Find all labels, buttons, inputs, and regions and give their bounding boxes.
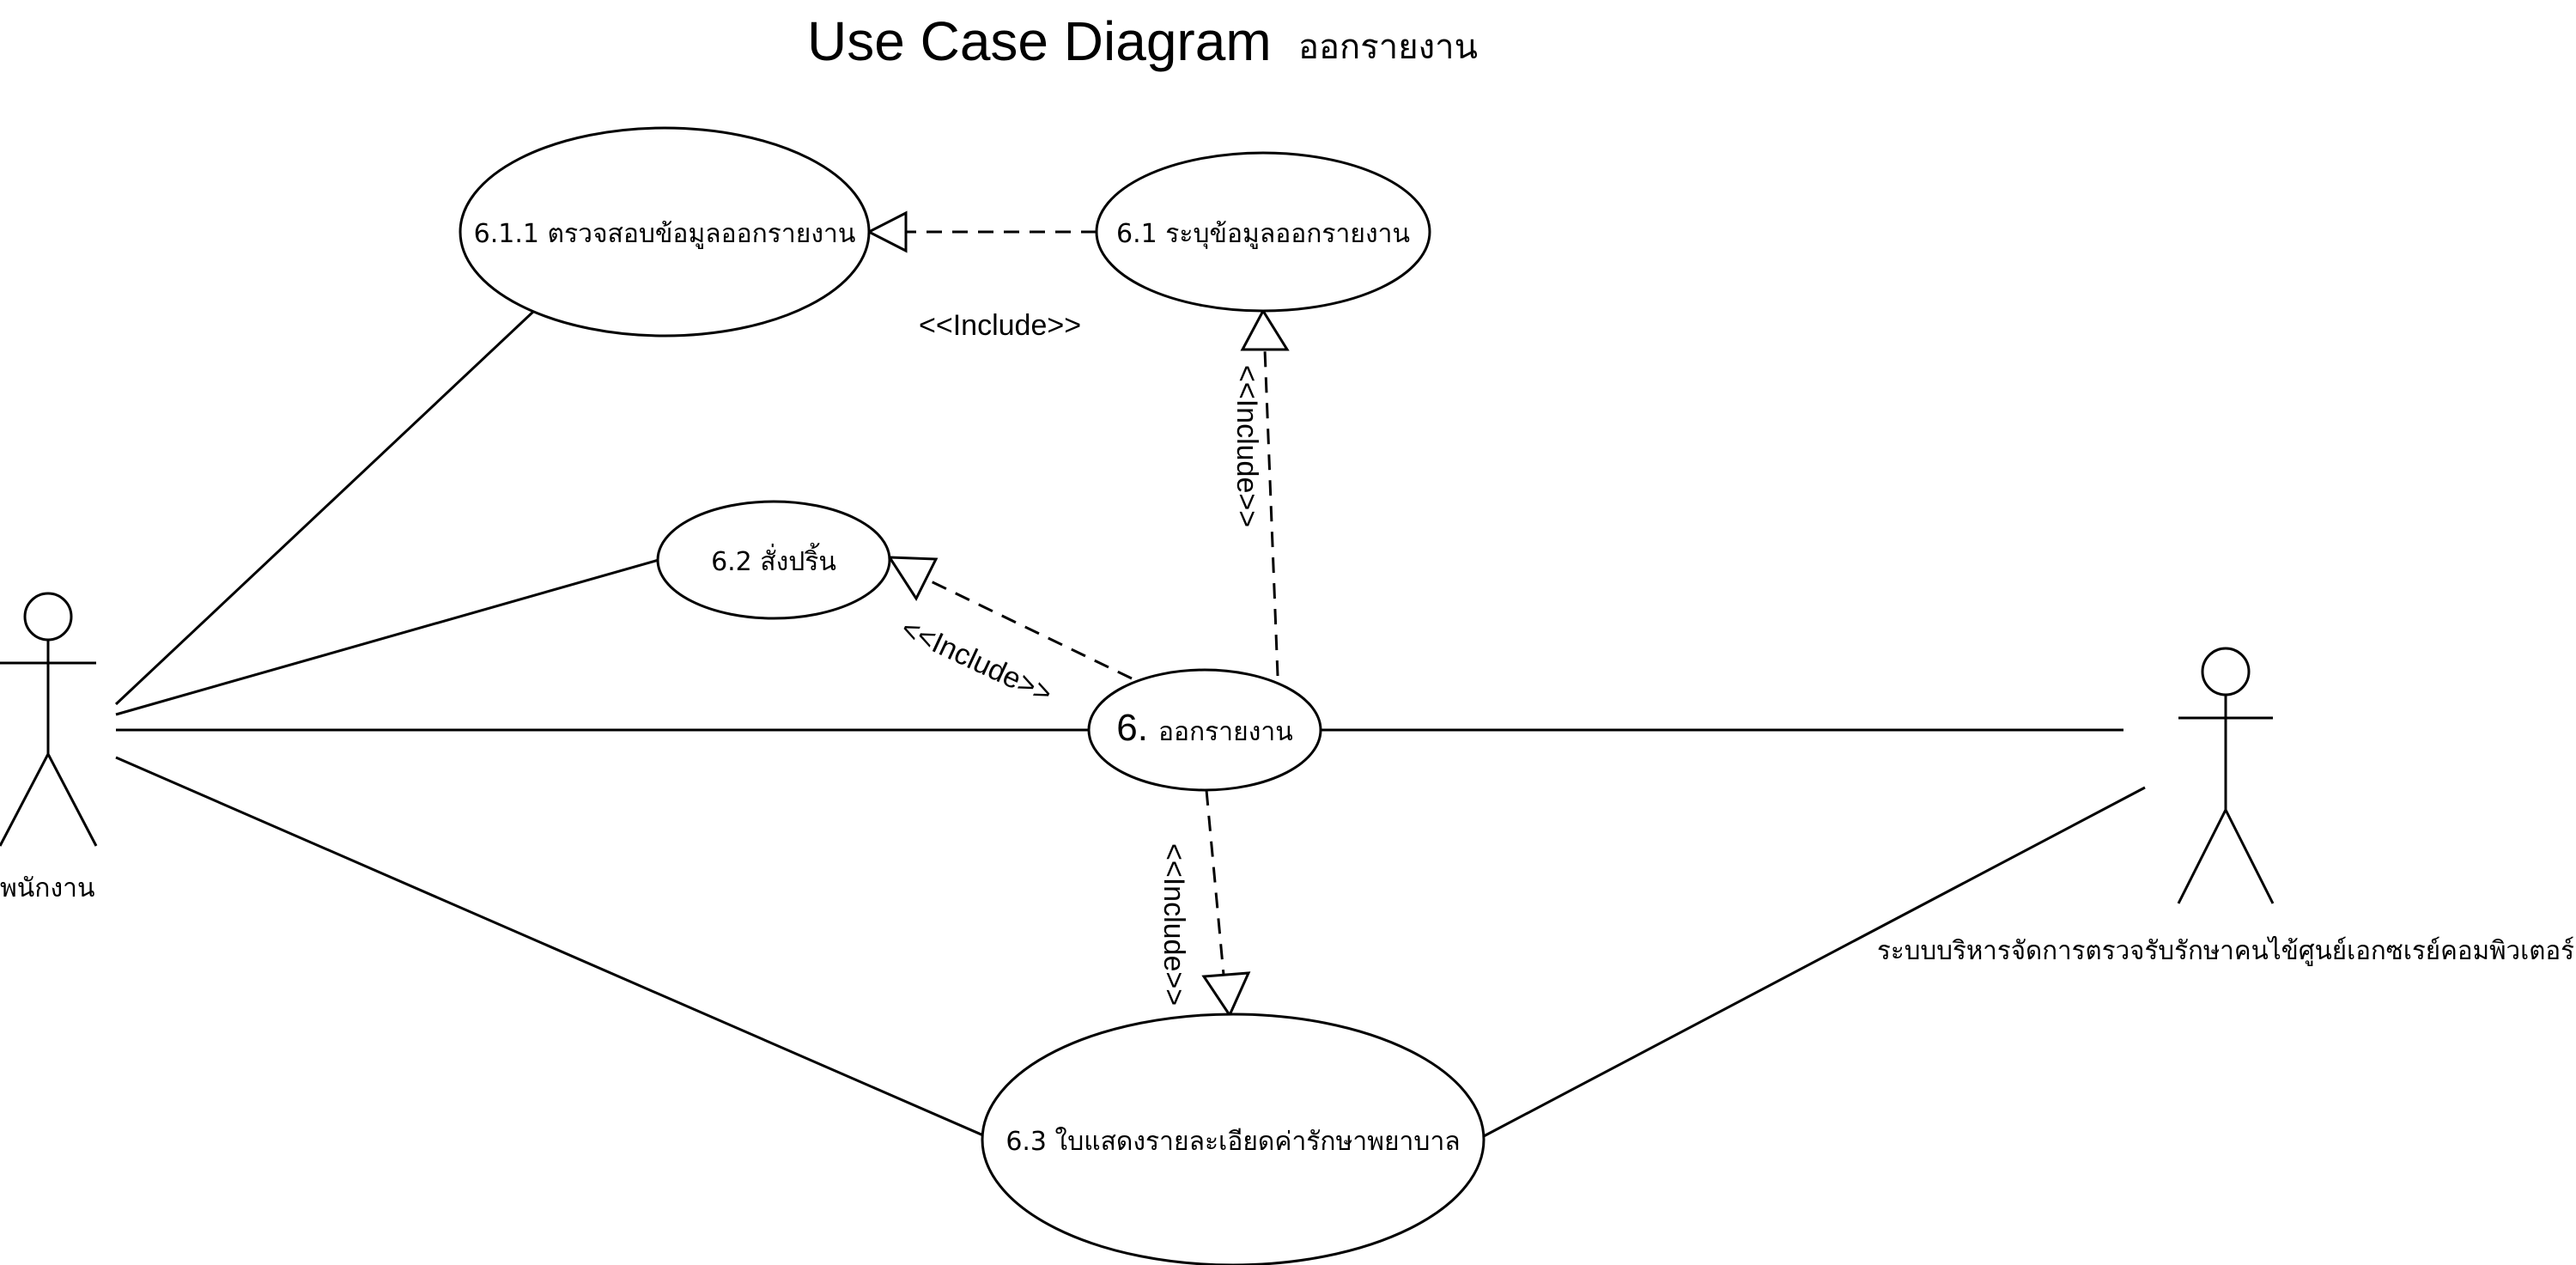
use-case-6-1[interactable]: 6.1 ระบุข้อมูลออกรายงาน — [1095, 151, 1431, 313]
include-arrowhead-6-1 — [1240, 308, 1290, 351]
use-case-6-1-1[interactable]: 6.1.1 ตรวจสอบข้อมูลออกรายงาน — [459, 126, 871, 338]
actor-employee-leg-left — [0, 753, 50, 847]
title-main: Use Case Diagram — [807, 10, 1272, 72]
include-label-6-to-6-2: <<Include>> — [896, 612, 1057, 710]
use-case-6-label-group: 6. ออกรายงาน — [1116, 707, 1292, 749]
include-arrowhead-6-2 — [887, 556, 939, 602]
include-line-6-to-6-3[interactable] — [1205, 789, 1225, 976]
actor-system-head — [2201, 647, 2251, 696]
title-sub: ออกรายงาน — [1298, 27, 1478, 67]
use-case-6-3[interactable]: 6.3 ใบแสดงรายละเอียดค่ารักษาพยาบาล — [981, 1013, 1485, 1265]
use-case-6-label: ออกรายงาน — [1158, 717, 1293, 747]
use-case-6[interactable]: 6. ออกรายงาน — [1087, 668, 1322, 792]
include-line-6-to-6-2[interactable] — [925, 577, 1133, 680]
include-arrowhead-6-1-1 — [866, 210, 908, 253]
association-employee-uc-6-1-1[interactable] — [114, 309, 536, 706]
use-case-6-3-label: 6.3 ใบแสดงรายละเอียดค่ารักษาพยาบาล — [1005, 1127, 1460, 1157]
include-label-6-to-6-3: <<Include>> — [1157, 843, 1190, 1006]
use-case-6-number: 6. — [1116, 707, 1148, 749]
actor-employee-label: พนักงาน — [0, 873, 94, 903]
actor-system-leg-right — [2224, 809, 2275, 904]
include-line-6-to-6-1[interactable] — [1263, 349, 1279, 677]
include-arrowhead-6-3 — [1201, 971, 1251, 1019]
actor-system[interactable]: ระบบบริหารจัดการตรวจรับรักษาคนไข้ศูนย์เอ… — [1877, 647, 2574, 966]
include-labels: <<Include>> <<Include>> <<Include>> <<In… — [896, 309, 1263, 1006]
actor-system-label: ระบบบริหารจัดการตรวจรับรักษาคนไข้ศูนย์เอ… — [1877, 935, 2574, 966]
include-label-6-to-6-1: <<Include>> — [1230, 365, 1263, 527]
actor-employee-head — [23, 592, 73, 642]
associations — [114, 309, 2146, 1138]
association-uc-6-3-system[interactable] — [1483, 786, 2146, 1138]
use-case-6-2-label: 6.2 สั่งปริ้น — [711, 543, 836, 577]
use-case-6-1-label: 6.1 ระบุข้อมูลออกรายงาน — [1116, 219, 1410, 250]
use-case-6-2[interactable]: 6.2 สั่งปริ้น — [656, 500, 891, 620]
association-employee-uc-6-3[interactable] — [115, 756, 984, 1137]
actor-employee-leg-right — [46, 753, 98, 847]
actor-system-leg-left — [2177, 809, 2227, 904]
use-case-6-1-1-label: 6.1.1 ตรวจสอบข้อมูลออกรายงาน — [474, 219, 856, 249]
association-employee-uc-6-2[interactable] — [115, 558, 659, 716]
actor-employee[interactable]: พนักงาน — [0, 592, 98, 903]
diagram-title: Use Case Diagram ออกรายงาน — [807, 10, 1478, 72]
include-label-6-1-to-6-1-1: <<Include>> — [919, 309, 1081, 342]
include-relations — [866, 210, 1290, 1019]
